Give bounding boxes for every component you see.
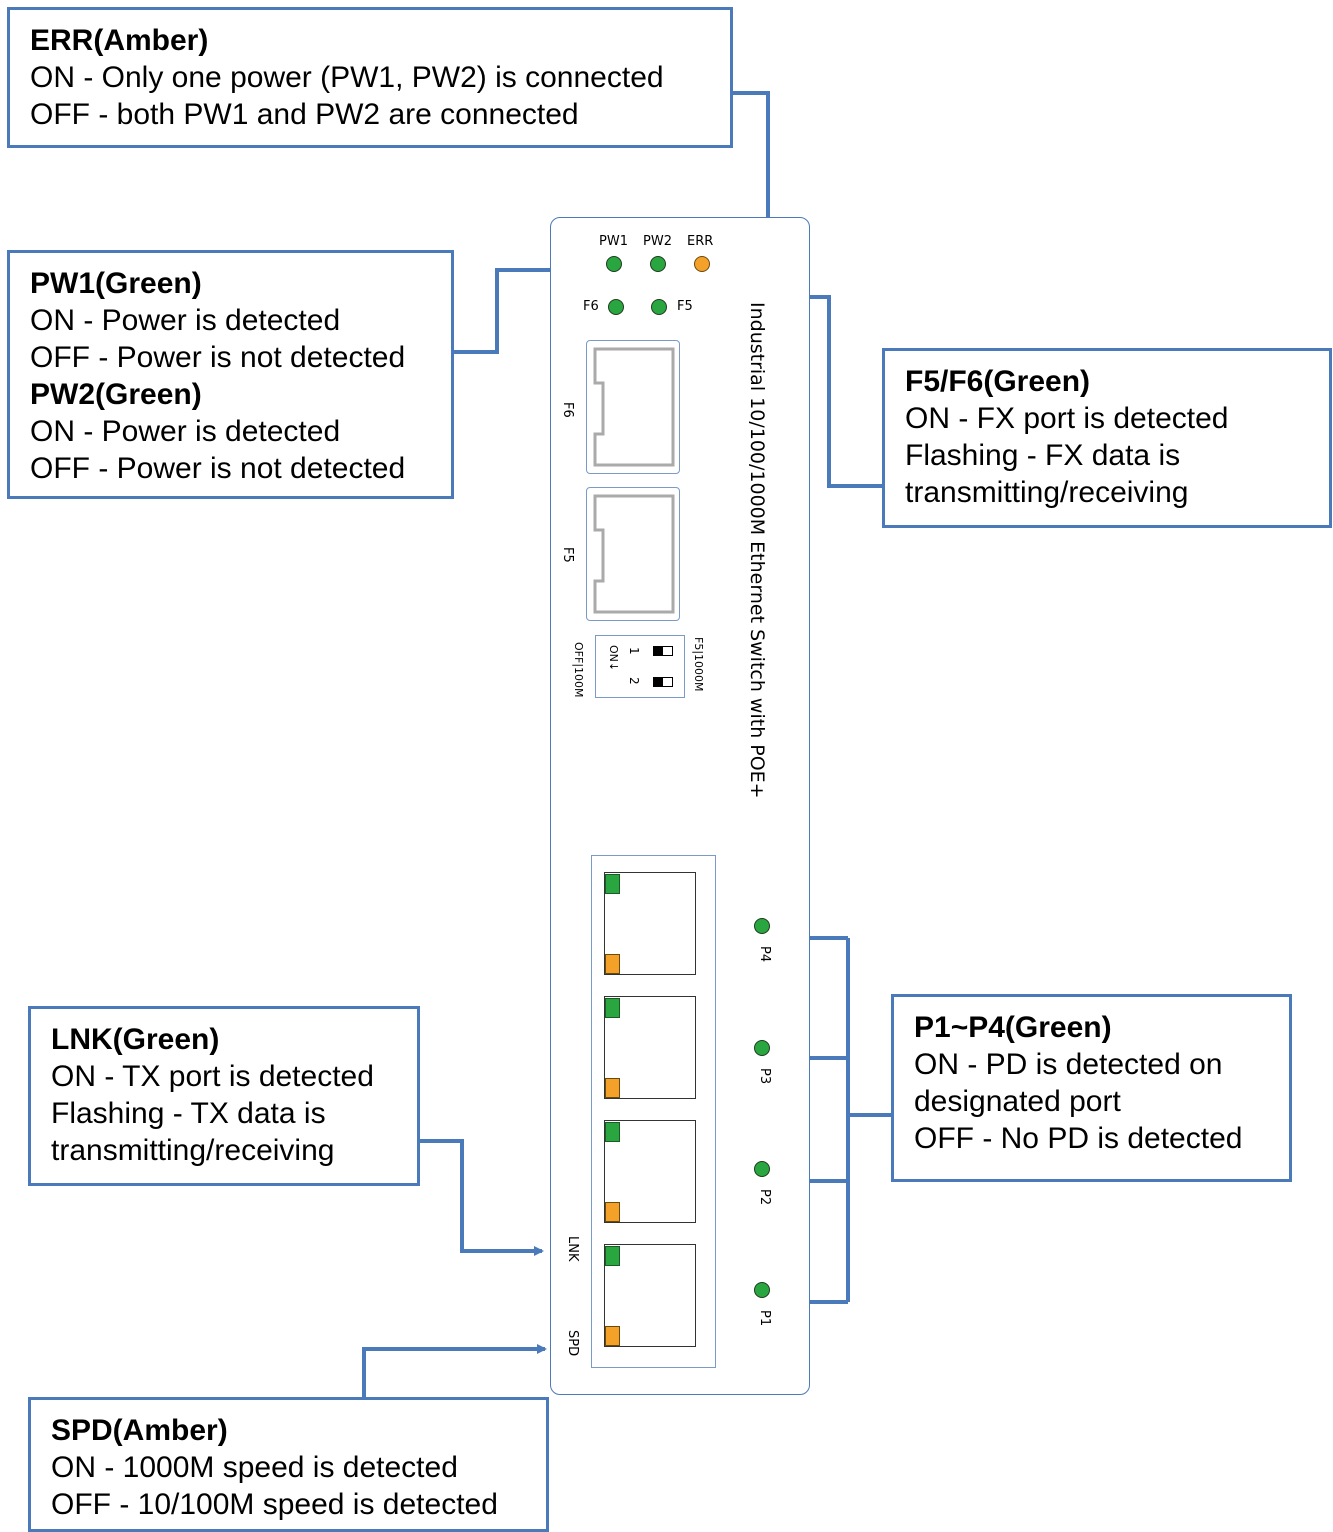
err-callout: ERR(Amber) ON - Only one power (PW1, PW2… [7,7,733,148]
pw1-callout-line: ON - Power is detected [30,304,341,337]
dip-on-label: ON↓ [607,645,620,672]
pw-connector [453,265,564,354]
f5-led-label: F5 [677,299,693,314]
err-led-label: ERR [687,234,714,249]
sfp-port-f6 [586,340,680,474]
lnk-callout-line: transmitting/receiving [51,1134,335,1167]
lnk-connector [419,1139,544,1256]
pw-callout: PW1(Green) ON - Power is detected OFF - … [7,250,454,499]
rj45-port-4-lnk-led [605,874,620,894]
pw2-led [650,256,666,272]
f5-led [651,299,667,315]
pw2-callout-line: OFF - Power is not detected [30,452,406,485]
pw2-led-label: PW2 [643,234,672,249]
product-name: Industrial 10/100/1000M Ethernet Switch … [746,302,768,799]
rj45-port-1-lnk-led [605,1246,620,1266]
lnk-callout-title: LNK(Green) [51,1023,220,1056]
p1p4-callout-line: OFF - No PD is detected [914,1122,1243,1155]
p2-led-label: P2 [757,1189,772,1206]
p3-led [754,1040,770,1056]
p1p4-callout-line: ON - PD is detected on [914,1048,1223,1081]
f5f6-callout: F5/F6(Green) ON - FX port is detected Fl… [882,348,1332,528]
p1p4-callout-line: designated port [914,1085,1121,1118]
rj45-port-2-spd-led [605,1202,620,1222]
f5f6-callout-title: F5/F6(Green) [905,365,1091,398]
pw1-led-label: PW1 [599,234,628,249]
spd-connector [362,1344,547,1398]
p1-led-label: P1 [757,1310,772,1327]
rj45-port-2-lnk-led [605,1122,620,1142]
f6-led-label: F6 [583,299,599,314]
f5f6-callout-line: transmitting/receiving [905,476,1189,509]
sfp-cage-f5-shape [593,494,675,614]
f6-led [608,299,624,315]
rj45-port-1-spd-led [605,1326,620,1346]
sfp-f5-label: F5 [560,547,575,563]
p3-led-label: P3 [757,1068,772,1085]
dip-switch-2[interactable] [653,677,673,687]
p1p4-callout: P1~P4(Green) ON - PD is detected on desi… [891,994,1292,1182]
dip-f5-1000m-label: F5|1000M [692,637,705,692]
p1p4-callout-title: P1~P4(Green) [914,1011,1112,1044]
f5f6-callout-line: Flashing - FX data is [905,439,1181,472]
dip-off-100m-label: OFF|100M [572,642,585,698]
spd-callout-title: SPD(Amber) [51,1414,228,1447]
spd-label: SPD [565,1330,580,1357]
dip-switch-1-number: 1 [627,647,641,655]
lnk-callout-line: ON - TX port is detected [51,1060,374,1093]
err-callout-title: ERR(Amber) [30,24,209,57]
spd-callout-line: OFF - 10/100M speed is detected [51,1488,498,1521]
rj45-port-4-spd-led [605,954,620,974]
pw1-led [606,256,622,272]
pw2-callout-title: PW2(Green) [30,378,202,411]
spd-callout: SPD(Amber) ON - 1000M speed is detected … [28,1397,549,1532]
err-callout-line: OFF - both PW1 and PW2 are connected [30,98,579,131]
lnk-label: LNK [565,1236,580,1262]
pw1-callout-title: PW1(Green) [30,267,202,300]
f5f6-callout-line: ON - FX port is detected [905,402,1229,435]
rj45-port-3-spd-led [605,1078,620,1098]
p4-led-label: P4 [757,946,772,963]
dip-switch-1[interactable] [653,646,673,656]
rj45-port-3-lnk-led [605,998,620,1018]
sfp-f6-label: F6 [560,402,575,418]
pw1-callout-line: OFF - Power is not detected [30,341,406,374]
spd-callout-line: ON - 1000M speed is detected [51,1451,458,1484]
pw2-callout-line: ON - Power is detected [30,415,341,448]
sfp-port-f5 [586,487,680,621]
dip-switch[interactable] [595,635,685,698]
p4-led [754,918,770,934]
err-led [694,256,710,272]
p2-led [754,1161,770,1177]
dip-switch-2-number: 2 [627,677,641,685]
err-callout-line: ON - Only one power (PW1, PW2) is connec… [30,61,664,94]
lnk-callout-line: Flashing - TX data is [51,1097,326,1130]
p1-led [754,1282,770,1298]
sfp-cage-f6-shape [593,347,675,467]
lnk-callout: LNK(Green) ON - TX port is detected Flas… [28,1006,420,1186]
